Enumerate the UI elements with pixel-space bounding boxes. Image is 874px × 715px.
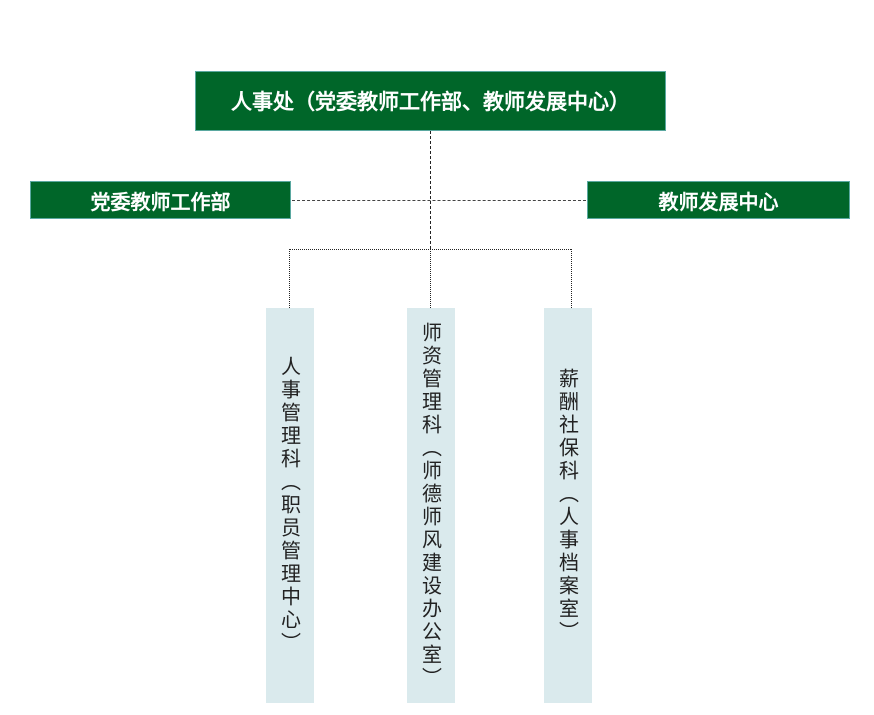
connector-horizontal [292, 200, 586, 201]
left-unit-node: 党委教师工作部 [30, 181, 291, 219]
connector-branch-left [289, 249, 290, 308]
connector-branch-right [571, 249, 572, 308]
section-label: 人事管理科（职员管理中心） [277, 356, 302, 655]
right-unit-node: 教师发展中心 [587, 181, 850, 219]
section-label: 薪酬社保科（人事档案室） [555, 367, 580, 644]
section-node: 师资管理科（师德师风建设办公室） [407, 308, 455, 703]
root-node: 人事处（党委教师工作部、教师发展中心） [195, 71, 666, 131]
connector-branch-middle [430, 249, 431, 308]
section-label: 师资管理科（师德师风建设办公室） [418, 321, 443, 690]
section-node: 人事管理科（职员管理中心） [266, 308, 314, 703]
connector-vertical [430, 131, 431, 249]
section-node: 薪酬社保科（人事档案室） [544, 308, 592, 703]
